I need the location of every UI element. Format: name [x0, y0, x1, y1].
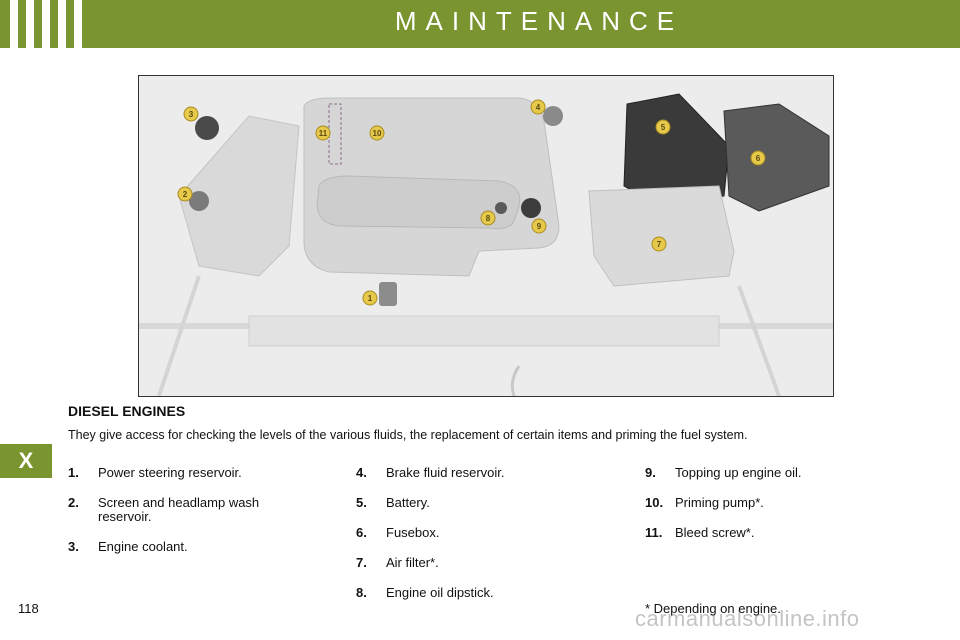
callout-3: 3: [189, 110, 194, 119]
watermark: carmanualsonline.info: [635, 606, 860, 631]
callout-9: 9: [537, 222, 542, 231]
items-column-3: 9.Topping up engine oil. 10.Priming pump…: [645, 466, 885, 556]
section-heading: DIESEL ENGINES: [68, 403, 186, 419]
callout-1: 1: [368, 294, 373, 303]
engine-bay-illustration: 1 2 3 4 5 6 7 8 9 10 11: [138, 75, 834, 397]
list-item: 3.Engine coolant.: [68, 539, 188, 554]
list-item: 10.Priming pump*.: [645, 495, 764, 510]
callout-11: 11: [319, 129, 328, 138]
list-item: 8.Engine oil dipstick.: [356, 585, 494, 600]
callout-4: 4: [536, 103, 541, 112]
callout-10: 10: [373, 129, 382, 138]
callout-8: 8: [486, 214, 491, 223]
section-intro: They give access for checking the levels…: [68, 428, 748, 442]
chapter-tab: X: [0, 444, 52, 478]
page-title: MAINTENANCE: [394, 6, 684, 36]
header-stripes: [10, 0, 82, 48]
callout-7: 7: [657, 240, 662, 249]
list-item: 4.Brake fluid reservoir.: [356, 465, 505, 480]
callout-5: 5: [661, 123, 666, 132]
list-item: 1.Power steering reservoir.: [68, 465, 242, 480]
callout-2: 2: [183, 190, 188, 199]
page-header: MAINTENANCE: [0, 0, 960, 48]
list-item: 11.Bleed screw*.: [645, 525, 755, 540]
callout-6: 6: [756, 154, 761, 163]
list-item: 9.Topping up engine oil.: [645, 465, 802, 480]
list-item: 2.Screen and headlamp wash reservoir.: [68, 495, 260, 524]
list-item: 5.Battery.: [356, 495, 430, 510]
items-column-2: 4.Brake fluid reservoir. 5.Battery. 6.Fu…: [356, 466, 596, 616]
page-number: 118: [18, 601, 39, 616]
list-item: 6.Fusebox.: [356, 525, 440, 540]
items-column-1: 1.Power steering reservoir. 2.Screen and…: [68, 466, 308, 570]
list-item: 7.Air filter*.: [356, 555, 439, 570]
footnote: * Depending on engine.: [645, 601, 781, 616]
